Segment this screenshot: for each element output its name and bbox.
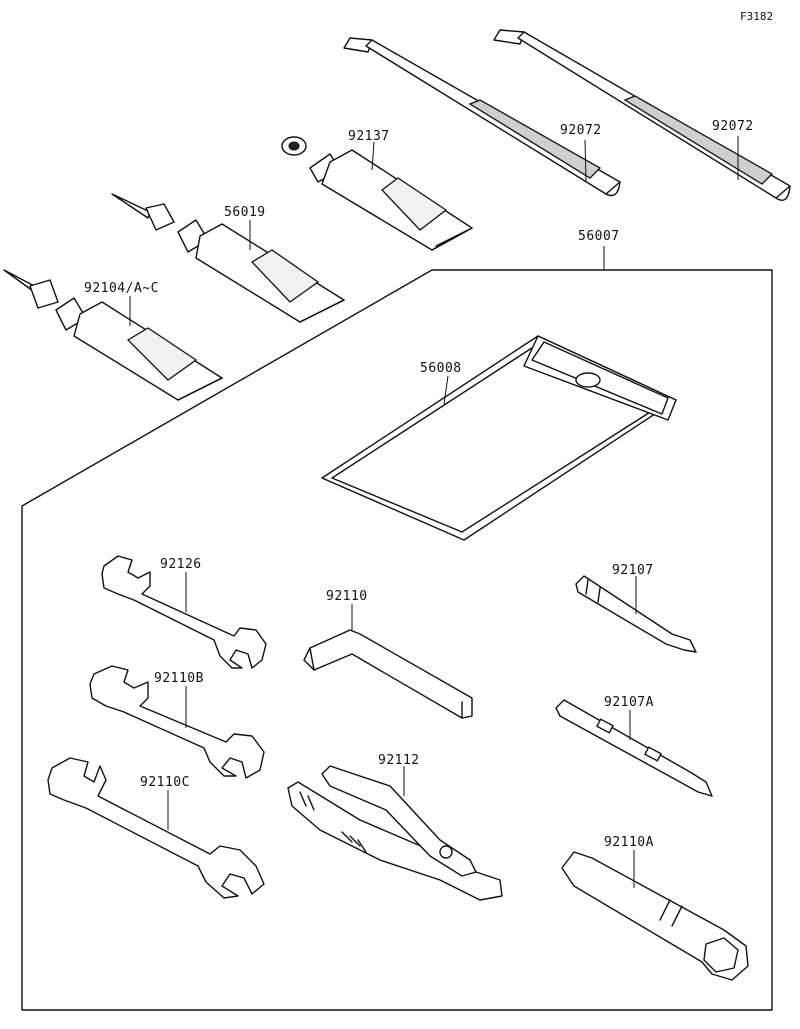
label-wrench-bottom: 92110C — [140, 775, 190, 790]
hex-key — [303, 604, 473, 719]
label-wrench-mid: 92110B — [154, 671, 204, 686]
box-spanner — [561, 850, 749, 981]
tool-bag — [321, 335, 677, 541]
label-hex-key: 92110 — [326, 589, 368, 604]
label-wrench-top: 92126 — [160, 557, 202, 572]
label-tie-right: 92072 — [712, 119, 754, 134]
screwdriver-handle — [555, 699, 713, 797]
label-box-spanner: 92110A — [604, 835, 654, 850]
label-tie-left: 92072 — [560, 123, 602, 138]
label-tool-bag: 56008 — [420, 361, 462, 376]
label-screwdriver-handle: 92107A — [604, 695, 654, 710]
screwdriver-bit — [575, 575, 697, 653]
cable-tie-right — [493, 29, 791, 201]
label-tool-kit: 56007 — [578, 229, 620, 244]
tube-big — [3, 269, 223, 401]
label-tube-small: 92137 — [348, 129, 390, 144]
label-screwdriver-bit: 92107 — [612, 563, 654, 578]
wrench-bottom — [47, 757, 265, 899]
tube-mid — [111, 193, 345, 323]
label-tube-big: 92104/A~C — [84, 281, 159, 296]
tube-small — [281, 136, 473, 251]
pliers-grip-pattern — [299, 791, 367, 853]
wrench-top — [101, 555, 267, 669]
wrench-mid — [89, 665, 265, 779]
label-tube-mid: 56019 — [224, 205, 266, 220]
label-pliers: 92112 — [378, 753, 420, 768]
pliers — [287, 765, 503, 901]
figure-id: F3182 — [740, 10, 773, 23]
tool-kit-boundary — [21, 246, 773, 1011]
cable-tie-left — [343, 37, 621, 197]
